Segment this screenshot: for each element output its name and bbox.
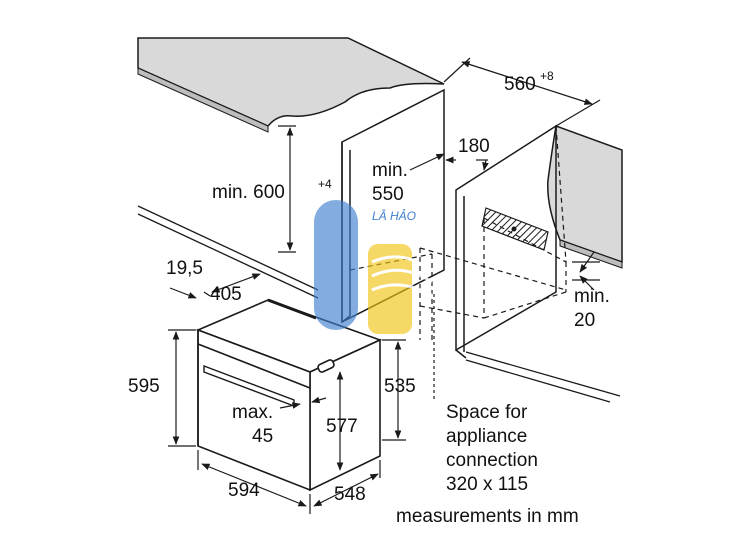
label-appliance-width: 594 [228, 480, 260, 501]
label-handle-value: 45 [252, 426, 273, 447]
note-connection-line2: appliance [446, 426, 527, 447]
label-appliance-depth: 548 [334, 484, 366, 505]
label-appliance-height: 595 [128, 376, 160, 397]
label-rear-gap: 180 [458, 136, 490, 157]
label-inner-height: 535 [384, 376, 416, 397]
watermark-logo [314, 200, 441, 334]
label-side-gap-min: min. [574, 286, 610, 307]
label-cabinet-width-tolerance: +8 [540, 69, 554, 83]
note-connection-line3: connection [446, 450, 538, 471]
oven-appliance [195, 298, 383, 492]
label-cabinet-height-tolerance: +4 [318, 177, 332, 191]
wall-lines [137, 205, 621, 403]
label-cabinet-width: 560 [504, 74, 536, 95]
dimension-lines [168, 57, 601, 514]
label-depth-min: min. [372, 160, 408, 181]
worktop-left [137, 37, 445, 133]
note-connection-line1: Space for [446, 402, 528, 423]
label-cabinet-height: min. 600 [212, 182, 285, 203]
watermark-text: LÂ HẢO [372, 208, 416, 223]
note-connection-line4: 320 x 115 [446, 474, 528, 495]
label-handle-max: max. [232, 402, 273, 423]
worktop-right [547, 124, 623, 269]
label-side-gap-value: 20 [574, 310, 595, 331]
label-front-offset: 19,5 [166, 258, 203, 279]
right-cabinet-panel [455, 124, 557, 359]
label-niche-height: 577 [326, 416, 358, 437]
connection-cutout [481, 207, 549, 251]
note-units: measurements in mm [396, 506, 579, 527]
label-top-depth: 405 [210, 284, 242, 305]
label-depth-value: 550 [372, 184, 404, 205]
